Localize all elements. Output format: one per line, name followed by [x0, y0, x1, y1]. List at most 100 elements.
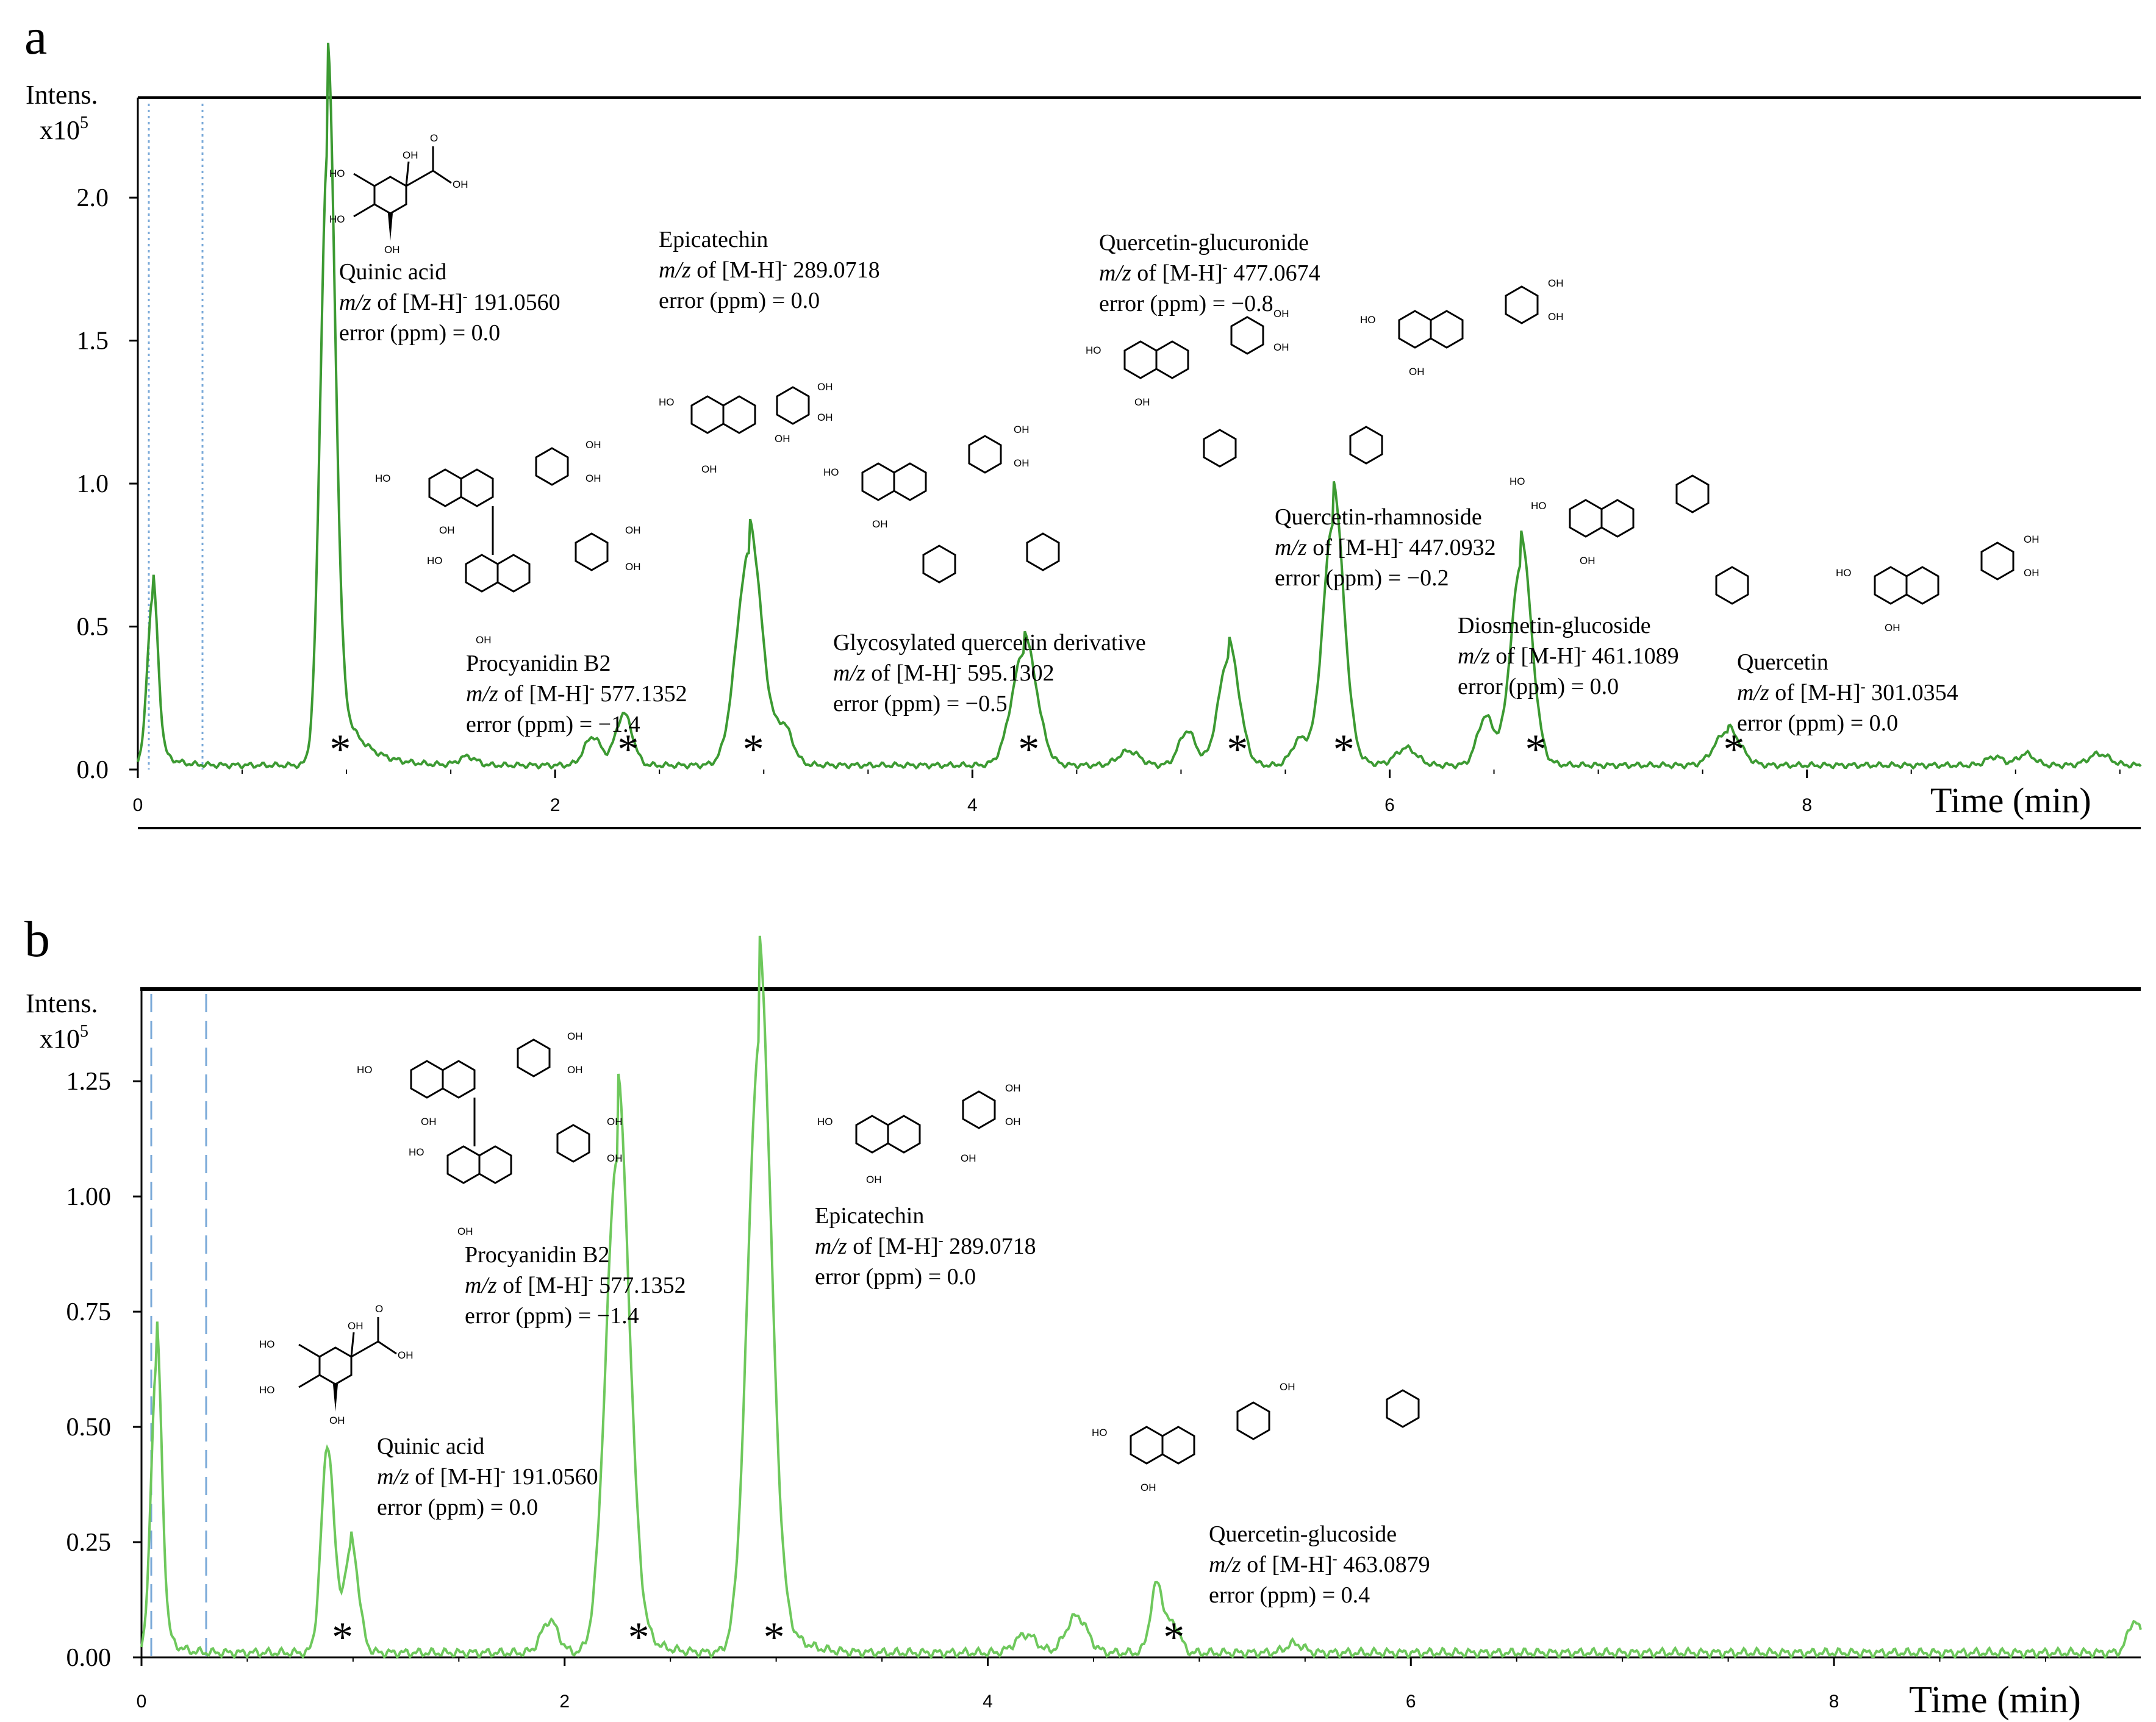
peak-asterisk: *	[617, 726, 639, 773]
chart-panel-b: b Intens. x105 Time (min) 0.000.250.500.…	[24, 911, 2142, 1721]
svg-text:OH: OH	[817, 381, 833, 393]
compound-error: error (ppm) = 0.0	[377, 1495, 538, 1520]
y-tick-label: 0.5	[77, 613, 109, 641]
structure-b-quercetin-glucoside: HO OH OH	[1092, 1381, 1420, 1493]
svg-text:HO: HO	[427, 555, 443, 566]
annotation-a-quinic-acid: Quinic acid m/z of [M-H]- 191.0560 error…	[339, 259, 560, 346]
svg-text:HO: HO	[259, 1384, 275, 1396]
svg-text:OH: OH	[421, 1116, 437, 1127]
svg-text:OH: OH	[1141, 1482, 1156, 1493]
compound-error: error (ppm) = −0.5	[833, 691, 1008, 716]
compound-mz: m/z of [M-H]- 595.1302	[833, 660, 1055, 686]
svg-text:OH: OH	[607, 1116, 623, 1127]
compound-mz: m/z of [M-H]- 289.0718	[815, 1233, 1036, 1259]
compound-name: Glycosylated quercetin derivative	[833, 630, 1146, 656]
svg-text:OH: OH	[701, 463, 717, 475]
svg-text:OH: OH	[403, 149, 418, 161]
compound-mz: m/z of [M-H]- 191.0560	[377, 1463, 598, 1490]
x-tick-label: 0	[137, 1692, 147, 1712]
svg-text:OH: OH	[1548, 277, 1564, 289]
peak-asterisk: *	[1227, 726, 1248, 773]
structure-a-glycosylated-quercetin: HO OH OH OH	[823, 424, 1060, 584]
x-tick-label: 0	[133, 795, 143, 815]
y-tick-label: 0.25	[66, 1529, 112, 1557]
y-tick-label: 1.5	[77, 327, 109, 355]
compound-error: error (ppm) = 0.0	[659, 288, 820, 313]
svg-text:OH: OH	[817, 412, 833, 423]
compound-name: Quinic acid	[339, 259, 446, 285]
structure-a-epicatechin: HO OH OH OH OH	[659, 381, 833, 475]
y-axis-title-b: Intens.	[26, 988, 98, 1018]
svg-text:HO: HO	[375, 473, 391, 484]
svg-text:OH: OH	[1580, 555, 1596, 566]
compound-name: Quercetin-glucuronide	[1099, 230, 1309, 255]
compound-error: error (ppm) = −1.4	[466, 712, 640, 737]
svg-text:OH: OH	[1409, 366, 1425, 377]
annotation-b-procyanidin-b2: Procyanidin B2 m/z of [M-H]- 577.1352 er…	[465, 1242, 686, 1329]
x-tick-label: 6	[1384, 795, 1395, 815]
compound-name: Diosmetin-glucoside	[1458, 613, 1651, 638]
chart-panel-a: a Intens. x105 Time (min) 0.00.51.01.52.…	[24, 9, 2142, 829]
svg-text:OH: OH	[2024, 534, 2040, 545]
svg-text:HO: HO	[357, 1064, 373, 1076]
x-axis-title-b: Time (min)	[1909, 1679, 2081, 1721]
y-tick-label: 0.75	[66, 1298, 112, 1326]
annotation-a-procyanidin-b2: Procyanidin B2 m/z of [M-H]- 577.1352 er…	[466, 651, 687, 737]
peak-asterisk: *	[1525, 726, 1546, 773]
x-tick-label: 6	[1406, 1692, 1416, 1712]
svg-text:OH: OH	[457, 1226, 473, 1237]
peak-asterisk: *	[1163, 1614, 1184, 1661]
peak-asterisk: *	[1018, 726, 1039, 773]
peak-asterisk: *	[743, 726, 764, 773]
compound-mz: m/z of [M-H]- 477.0674	[1099, 260, 1320, 286]
svg-text:OH: OH	[1885, 622, 1900, 634]
compound-error: error (ppm) = −0.2	[1275, 565, 1449, 591]
compound-mz: m/z of [M-H]- 461.1089	[1458, 643, 1679, 669]
svg-text:HO: HO	[1836, 567, 1852, 579]
x-tick-label: 4	[983, 1692, 993, 1712]
svg-text:HO: HO	[1360, 314, 1376, 326]
svg-text:HO: HO	[817, 1116, 833, 1127]
svg-text:OH: OH	[1005, 1082, 1021, 1094]
x-tick-label: 2	[559, 1692, 570, 1712]
compound-mz: m/z of [M-H]- 289.0718	[659, 257, 880, 283]
peak-asterisk: *	[332, 1614, 353, 1661]
annotation-a-quercetin-glucuronide: Quercetin-glucuronide m/z of [M-H]- 477.…	[1099, 230, 1320, 316]
compound-error: error (ppm) = 0.0	[815, 1264, 976, 1290]
svg-text:OH: OH	[2024, 567, 2040, 579]
compound-error: error (ppm) = 0.0	[1458, 674, 1619, 699]
structure-b-epicatechin: HO OH OH OH OH	[817, 1082, 1021, 1185]
annotation-a-quercetin: Quercetin m/z of [M-H]- 301.0354 error (…	[1737, 649, 1958, 736]
compound-error: error (ppm) = −1.4	[465, 1303, 639, 1329]
svg-text:OH: OH	[625, 561, 641, 573]
y-tick-label: 1.0	[77, 470, 109, 498]
peak-asterisk: *	[764, 1614, 785, 1661]
peak-asterisk: *	[1333, 726, 1355, 773]
peak-asterisk: *	[329, 726, 351, 773]
y-tick-label: 0.00	[66, 1644, 112, 1672]
compound-mz: m/z of [M-H]- 447.0932	[1275, 534, 1496, 560]
structure-a-quinic-acid: HO HO OH OH OH O	[329, 132, 468, 255]
compound-mz: m/z of [M-H]- 463.0879	[1209, 1551, 1430, 1577]
svg-text:OH: OH	[775, 433, 790, 445]
peak-asterisk: *	[1723, 726, 1744, 773]
svg-text:OH: OH	[1548, 311, 1564, 323]
annotation-b-quercetin-glucoside: Quercetin-glucoside m/z of [M-H]- 463.08…	[1209, 1521, 1430, 1608]
svg-text:OH: OH	[439, 524, 455, 536]
panel-label-a: a	[24, 9, 47, 65]
compound-name: Quercetin	[1737, 649, 1828, 675]
y-ticks-b: 0.000.250.500.751.001.25	[66, 1068, 141, 1672]
x-tick-label: 4	[967, 795, 978, 815]
structure-a-quercetin-glucuronide: HO OH OH OH	[1086, 308, 1289, 468]
svg-text:OH: OH	[586, 439, 601, 451]
svg-text:HO: HO	[329, 213, 345, 225]
svg-text:OH: OH	[866, 1174, 882, 1185]
structure-a-quercetin: HO OH OH OH	[1836, 534, 2040, 634]
svg-text:OH: OH	[607, 1152, 623, 1164]
compound-mz: m/z of [M-H]- 577.1352	[465, 1272, 686, 1298]
annotation-b-quinic-acid: Quinic acid m/z of [M-H]- 191.0560 error…	[377, 1434, 598, 1520]
structure-a-diosmetin-glucoside: HO OH HO	[1510, 474, 1749, 605]
compound-name: Procyanidin B2	[466, 651, 611, 676]
compound-name: Epicatechin	[815, 1203, 924, 1229]
